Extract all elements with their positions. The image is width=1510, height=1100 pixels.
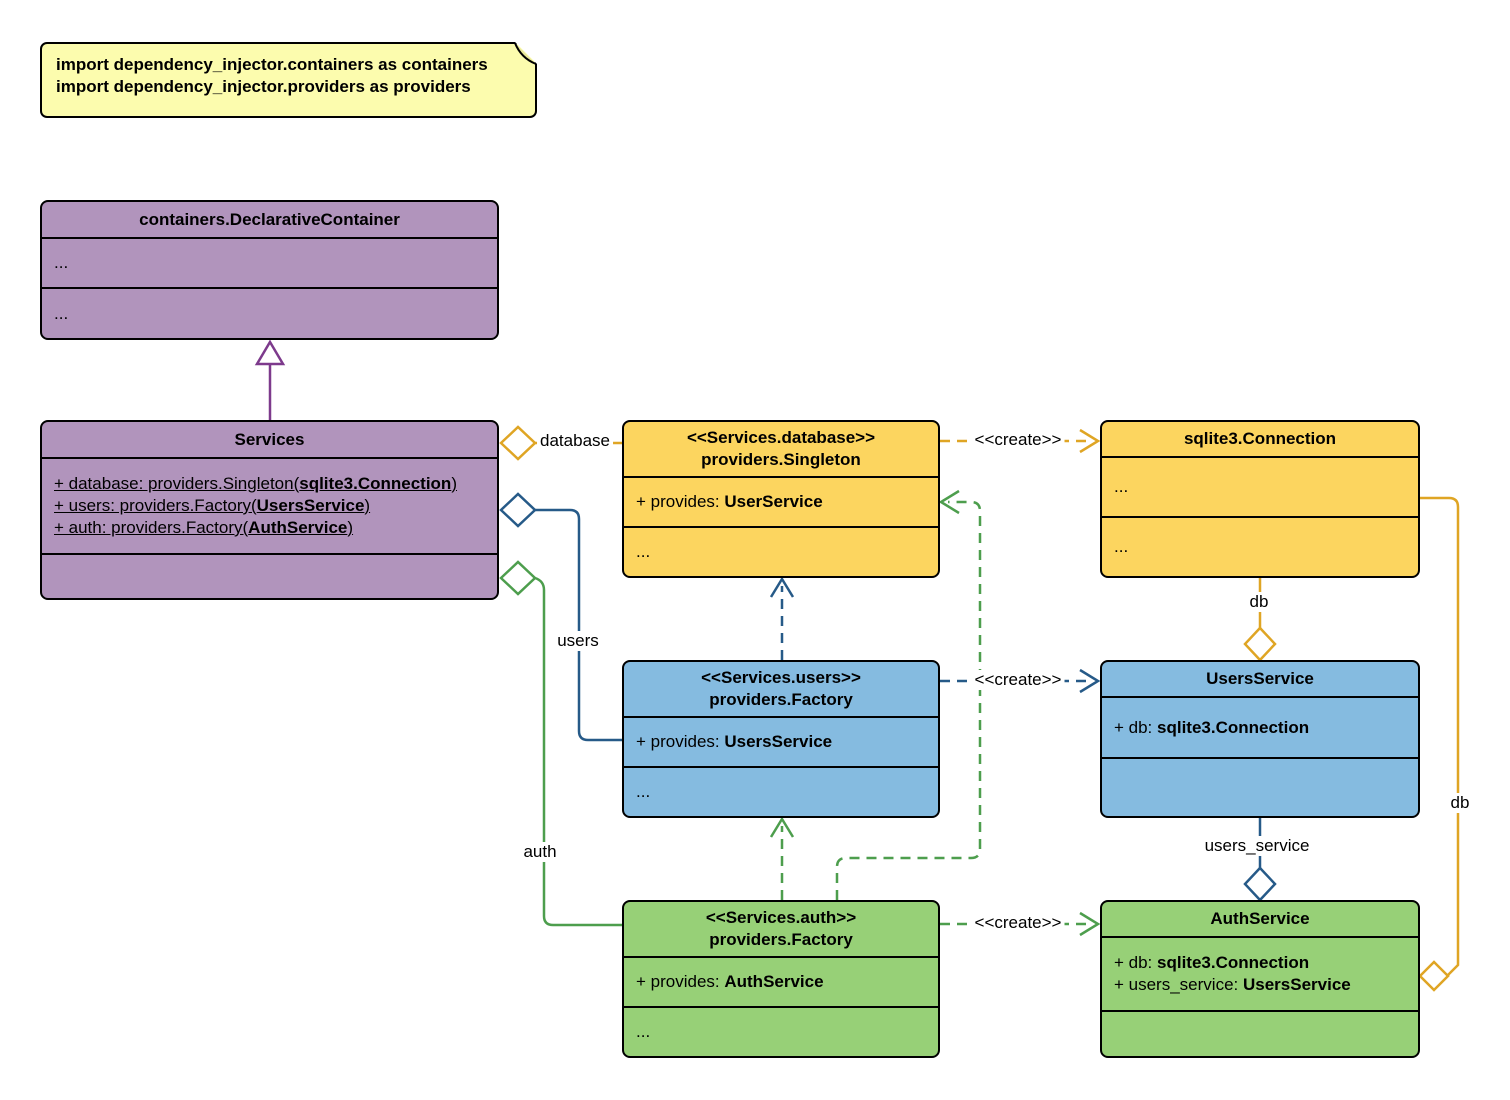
open-arrow-icon [1079, 911, 1101, 937]
class-stereotype: <<Services.users>> [701, 668, 861, 687]
class-title: sqlite3.Connection [1102, 422, 1418, 458]
class-stereotype: <<Services.database>> [686, 428, 876, 447]
aggregation-diamond-icon [1243, 866, 1277, 902]
class-attributes-row: + db: sqlite3.Connection + users_service… [1102, 938, 1418, 1012]
class-methods-row: ... [54, 303, 69, 323]
class-attributes-row: + provides: UsersService [624, 718, 938, 768]
edge-users-aggregation [499, 492, 622, 742]
class-name: AuthService [1210, 909, 1310, 928]
class-title: <<Services.auth>> providers.Factory [624, 902, 938, 958]
attribute-provides: + provides: UserService [636, 492, 823, 511]
class-name: providers.Factory [709, 930, 853, 949]
class-methods-row: ... [636, 542, 651, 561]
class-users-service: UsersService + db: sqlite3.Connection [1100, 660, 1420, 818]
class-title: containers.DeclarativeContainer [42, 202, 497, 239]
edge-label-auth: auth [520, 842, 560, 862]
edge-label-users-service: users_service [1201, 836, 1313, 856]
class-attributes-row: ... [1102, 458, 1418, 518]
aggregation-diamond-icon [1243, 626, 1277, 662]
edge-label-db-auth: db [1447, 793, 1473, 813]
class-auth-service: AuthService + db: sqlite3.Connection + u… [1100, 900, 1420, 1058]
aggregation-diamond-icon [1418, 960, 1450, 992]
edge-label-create-auth: <<create>> [971, 913, 1065, 933]
attribute-db: + db: sqlite3.Connection [1114, 953, 1310, 972]
class-attributes-row: + provides: UserService [624, 478, 938, 528]
edge-users-to-database-dependency [769, 576, 795, 660]
open-arrow-icon [938, 489, 960, 515]
class-name: sqlite3.Connection [1183, 429, 1337, 448]
class-attributes-row: + db: sqlite3.Connection [1102, 698, 1418, 759]
class-methods-row [1102, 759, 1418, 816]
class-methods-row: ... [636, 782, 651, 801]
edge-users-service-aggregation [1243, 818, 1277, 902]
aggregation-diamond-icon [499, 425, 537, 461]
inheritance-triangle-icon [254, 339, 286, 366]
class-users-factory: <<Services.users>> providers.Factory + p… [622, 660, 940, 818]
edge-auth-aggregation [499, 560, 622, 927]
class-attributes-row: + database: providers.Singleton(sqlite3.… [42, 459, 497, 555]
edge-inheritance [254, 339, 286, 420]
note-line: import dependency_injector.containers as… [56, 55, 488, 74]
edge-label-create-users: <<create>> [971, 670, 1065, 690]
open-arrow-icon [1079, 428, 1101, 454]
class-auth-factory: <<Services.auth>> providers.Factory + pr… [622, 900, 940, 1058]
class-name: containers.DeclarativeContainer [139, 209, 400, 229]
edge-db-users-aggregation [1243, 578, 1277, 662]
attribute-users-service: + users_service: UsersService [1114, 975, 1351, 994]
imports-note: import dependency_injector.containers as… [40, 42, 537, 118]
class-stereotype: <<Services.auth>> [705, 908, 857, 927]
aggregation-diamond-icon [499, 560, 537, 596]
class-attributes-row: + provides: AuthService [624, 958, 938, 1008]
attribute-db: + db: sqlite3.Connection [1114, 717, 1310, 737]
attribute-database: + database: providers.Singleton(sqlite3.… [54, 474, 457, 493]
class-title: <<Services.users>> providers.Factory [624, 662, 938, 718]
class-methods-row: ... [1114, 537, 1129, 556]
class-title: <<Services.database>> providers.Singleto… [624, 422, 938, 478]
class-services: Services + database: providers.Singleton… [40, 420, 499, 600]
class-declarative-container: containers.DeclarativeContainer ... ... [40, 200, 499, 340]
note-line: import dependency_injector.providers as … [56, 77, 471, 96]
class-title: AuthService [1102, 902, 1418, 938]
class-methods-row [42, 555, 497, 598]
attribute-users: + users: providers.Factory(UsersService) [54, 496, 371, 515]
class-name: UsersService [1206, 669, 1314, 688]
attribute-provides: + provides: UsersService [636, 732, 833, 751]
edge-db-auth-aggregation [1418, 496, 1460, 992]
attribute-auth: + auth: providers.Factory(AuthService) [54, 518, 354, 537]
class-methods-row [1102, 1012, 1418, 1056]
class-title: Services [42, 422, 497, 459]
class-methods-row: ... [636, 1022, 651, 1041]
edge-label-database: database [537, 431, 613, 451]
class-name: providers.Singleton [701, 450, 861, 469]
edge-label-create-database: <<create>> [971, 430, 1065, 450]
class-title: UsersService [1102, 662, 1418, 698]
class-name: providers.Factory [709, 690, 853, 709]
aggregation-diamond-icon [499, 492, 537, 528]
class-name: Services [234, 429, 305, 449]
class-database-singleton: <<Services.database>> providers.Singleto… [622, 420, 940, 578]
open-arrow-icon [1079, 668, 1101, 694]
edge-label-users: users [554, 631, 602, 651]
class-attributes-row: ... [42, 239, 497, 289]
edge-auth-to-users-dependency [769, 816, 795, 900]
open-arrow-icon [769, 576, 795, 598]
open-arrow-icon [769, 816, 795, 838]
class-sqlite-connection: sqlite3.Connection ... ... [1100, 420, 1420, 578]
edge-label-db-users: db [1246, 592, 1272, 612]
note-fold-icon [514, 42, 537, 65]
attribute-provides: + provides: AuthService [636, 972, 824, 991]
